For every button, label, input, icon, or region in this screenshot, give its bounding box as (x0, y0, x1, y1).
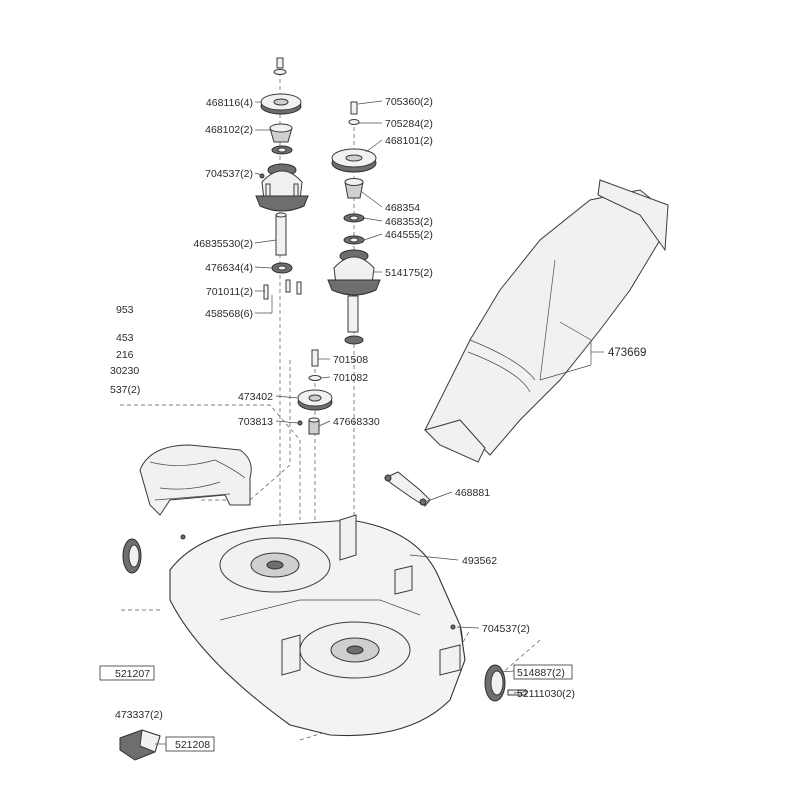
mower-deck-493562 (169, 514, 466, 737)
label-703813: 703813 (238, 416, 273, 428)
label-52111030: 52111030(2) (517, 688, 575, 700)
bolt-deck-left (180, 534, 186, 540)
label-521208: 521208 (175, 739, 210, 751)
label-493562: 493562 (462, 555, 497, 567)
cut-label-216: 216 (116, 349, 134, 361)
cut-label-453: 453 (116, 332, 134, 344)
spindle-housing-left (255, 163, 309, 212)
shaft-right (347, 295, 359, 333)
hub-468354 (344, 178, 364, 199)
shaft-46835530 (275, 212, 287, 256)
bolt-704537-deck (450, 624, 456, 630)
label-473337: 473337(2) (115, 709, 163, 721)
label-473402: 473402 (238, 391, 273, 403)
idler-assembly (297, 349, 333, 435)
leader-lines (254, 100, 604, 694)
belt-cover (139, 444, 252, 516)
bolts-701011 (263, 279, 302, 300)
label-704537-deck: 704537(2) (482, 623, 530, 635)
hub-468102 (269, 123, 293, 143)
label-514175: 514175(2) (385, 267, 433, 279)
idler-pulley-473402 (297, 389, 333, 411)
spindle-housing-514175 (327, 249, 381, 296)
cut-label-537: 537(2) (110, 384, 140, 396)
label-468881: 468881 (455, 487, 490, 499)
bearing-476634 (271, 262, 293, 274)
label-704537-top: 704537(2) (205, 168, 253, 180)
label-468353: 468353(2) (385, 216, 433, 228)
right-spindle-assembly (327, 101, 381, 345)
bolt-701508 (311, 349, 319, 367)
label-476634: 476634(4) (205, 262, 253, 274)
discharge-chute-473669 (424, 179, 669, 463)
pulley-468116 (260, 93, 302, 115)
label-46835530: 46835530(2) (193, 238, 253, 250)
label-468102: 468102(2) (205, 124, 253, 136)
label-464555: 464555(2) (385, 229, 433, 241)
nut-703813 (297, 420, 303, 426)
bolt-top-left (273, 57, 287, 75)
label-705360: 705360(2) (385, 96, 433, 108)
bearing-right-lower (344, 335, 364, 345)
cut-label-30230: 30230 (110, 365, 139, 377)
label-468116: 468116(4) (206, 97, 253, 109)
label-514887: 514887(2) (517, 667, 565, 679)
label-473669: 473669 (608, 347, 646, 359)
spacer-47668330 (308, 417, 320, 435)
deck-wheel-514887 (484, 664, 506, 702)
label-468354: 468354 (385, 202, 420, 214)
label-468101: 468101(2) (385, 135, 433, 147)
bolt-705360 (350, 101, 358, 115)
label-47668330: 47668330 (333, 416, 380, 428)
washer-left (271, 145, 293, 155)
part-521208 (119, 729, 161, 761)
bracket-468881 (384, 471, 431, 507)
box-514887 (513, 664, 573, 680)
washer-705284 (348, 119, 360, 125)
label-705284: 705284(2) (385, 118, 433, 130)
part-labels: 468116(4) 468102(2) 704537(2) 46835530(2… (99, 96, 646, 752)
label-458568: 458568(6) (205, 308, 253, 320)
washer-701082 (308, 375, 322, 381)
pulley-468101 (331, 148, 377, 173)
label-701011: 701011(2) (206, 286, 253, 298)
left-spindle-assembly (255, 57, 309, 300)
label-521207: 521207 (115, 668, 150, 680)
cut-label-953: 953 (116, 304, 134, 316)
label-701508: 701508 (333, 354, 368, 366)
label-701082: 701082 (333, 372, 368, 384)
deck-wheel-left (122, 538, 142, 574)
box-521207 (99, 665, 155, 681)
